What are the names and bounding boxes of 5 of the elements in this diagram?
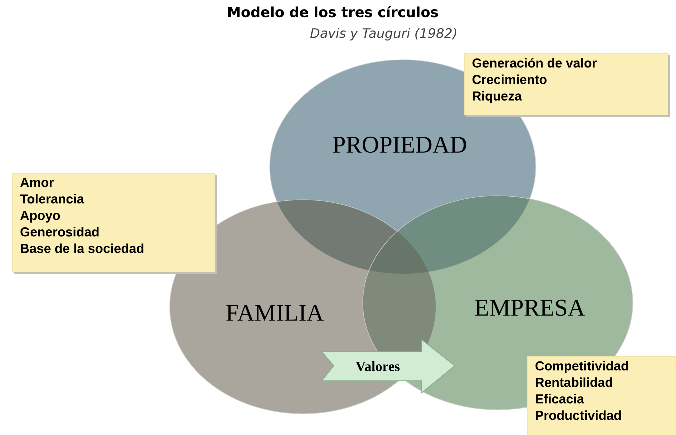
caption: Davis y Tauguri (1982) — [310, 28, 456, 41]
callout-box: Competitividad Rentabilidad Eficacia Productividad — [527, 356, 676, 435]
title: Modelo de los tres círculos — [228, 6, 438, 18]
callout-box: Amor Tolerancia Apoyo Generosidad Base de la sociedad — [12, 172, 217, 274]
callout-box: Generación de valor Crecimiento Riqueza — [464, 53, 670, 117]
